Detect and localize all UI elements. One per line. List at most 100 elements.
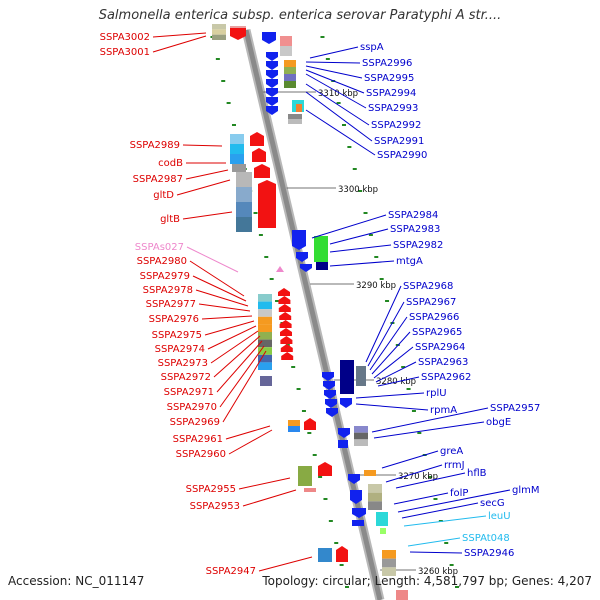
- gene-arrow-forward: [280, 344, 293, 352]
- gene-block: [338, 440, 348, 448]
- ncrna-feature: [276, 266, 284, 272]
- left-label-connector: [216, 340, 263, 393]
- inner-tick-mark: [291, 366, 296, 368]
- gene-block: [296, 104, 302, 112]
- left-label-connector: [242, 489, 297, 507]
- right-label-connector: [355, 403, 429, 411]
- gene-arrow-forward: [254, 164, 270, 178]
- gene-arrow-reverse: [266, 97, 278, 106]
- cog-color-segment: [236, 202, 252, 217]
- right-gene-label: SSPA2965: [412, 327, 462, 338]
- left-label-connector: [213, 335, 261, 378]
- right-gene-label: SSPAt048: [462, 533, 510, 544]
- gene-block: [260, 376, 272, 386]
- kbp-tick-label: 3260 kbp: [418, 567, 458, 577]
- outer-tick-mark: [347, 146, 352, 148]
- cog-color-segment: [258, 354, 272, 363]
- backbone-line: [243, 29, 383, 600]
- right-gene-label: SSPA2990: [377, 150, 427, 161]
- cog-color-segment: [230, 144, 244, 154]
- gene-block: [288, 426, 300, 432]
- cog-color-segment: [258, 324, 272, 332]
- gene-arrow-reverse: [230, 28, 246, 40]
- cog-color-segment: [368, 492, 382, 502]
- left-label-connector: [182, 211, 233, 220]
- right-label-connector: [377, 376, 420, 387]
- right-label-connector: [355, 392, 425, 399]
- left-gene-label: SSPA2976: [149, 314, 199, 325]
- left-label-connector: [258, 556, 313, 572]
- left-label-connector: [152, 32, 207, 38]
- right-label-connector: [305, 91, 373, 142]
- right-gene-label: SSPA2957: [490, 403, 540, 414]
- gene-arrow-reverse: [266, 70, 278, 79]
- genome-title: Salmonella enterica subsp. enterica sero…: [98, 8, 502, 23]
- right-gene-label: SSPA2967: [406, 297, 456, 308]
- right-gene-label: SSPA2993: [368, 103, 418, 114]
- outer-tick-mark: [417, 432, 422, 434]
- right-gene-label: rrmJ: [444, 460, 465, 471]
- inner-tick-mark: [258, 234, 263, 236]
- inner-tick-mark: [307, 432, 312, 434]
- gene-arrow-reverse: [340, 398, 352, 408]
- gene-arrow-forward: [258, 180, 276, 228]
- left-gene-label: SSPA2977: [146, 299, 196, 310]
- outer-tick-mark: [358, 190, 363, 192]
- outer-tick-mark: [428, 476, 433, 478]
- trna-feature: [380, 528, 386, 534]
- inner-tick-mark: [215, 58, 220, 60]
- left-label-connector: [228, 429, 273, 455]
- right-gene-label: SSPA2962: [421, 372, 471, 383]
- gene-arrow-reverse: [266, 88, 278, 97]
- kbp-tick-label: 3270 kbp: [398, 472, 438, 482]
- outer-tick-mark: [320, 36, 325, 38]
- right-gene-label: folP: [450, 488, 468, 499]
- right-label-connector: [329, 244, 392, 253]
- gene-arrow-reverse: [325, 399, 337, 408]
- left-gene-label: SSPA3001: [100, 47, 150, 58]
- gene-arrow-reverse: [296, 252, 308, 262]
- cog-color-segment: [258, 301, 272, 310]
- inner-tick-mark: [264, 256, 269, 258]
- gene-arrow-forward: [280, 328, 292, 336]
- gene-arrow-forward: [278, 288, 290, 296]
- cog-color-segment: [368, 484, 382, 493]
- left-label-connector: [189, 260, 245, 297]
- right-label-connector: [401, 502, 479, 519]
- right-label-connector: [305, 61, 361, 64]
- gene-arrow-forward: [252, 148, 266, 162]
- left-gene-label: SSPA2979: [140, 271, 190, 282]
- inner-tick-mark: [312, 454, 317, 456]
- left-gene-label: gltB: [160, 214, 180, 225]
- left-gene-label: SSPA2989: [130, 140, 180, 151]
- right-gene-label: SSPA2992: [371, 120, 421, 131]
- gene-arrow-forward: [318, 462, 332, 476]
- right-gene-label: SSPA2991: [374, 136, 424, 147]
- cog-color-segment: [258, 339, 272, 348]
- left-gene-label: SSPA2972: [161, 372, 211, 383]
- left-label-connector: [182, 144, 223, 147]
- right-label-connector: [407, 537, 461, 547]
- gene-arrow-reverse: [266, 61, 278, 70]
- right-label-connector: [329, 260, 395, 267]
- outer-tick-mark: [368, 234, 373, 236]
- right-label-connector: [329, 228, 389, 245]
- kbp-tick-label: 3310 kbp: [318, 89, 358, 99]
- right-label-connector: [385, 464, 443, 483]
- cog-color-segment: [288, 114, 302, 119]
- outer-tick-mark: [379, 278, 384, 280]
- inner-tick-mark: [328, 520, 333, 522]
- left-gene-label: SSPA2987: [133, 174, 183, 185]
- genome-summary-text: Topology: circular; Length: 4,581,797 bp…: [262, 574, 592, 588]
- gene-arrow-forward: [281, 352, 294, 360]
- right-label-connector: [305, 73, 367, 109]
- cog-color-segment: [230, 134, 244, 144]
- cog-color-segment: [354, 432, 368, 440]
- outer-tick-mark: [352, 168, 357, 170]
- cog-color-segment: [258, 309, 272, 317]
- right-gene-label: rpmA: [430, 405, 457, 416]
- inner-tick-mark: [269, 278, 274, 280]
- cog-color-segment: [354, 426, 368, 433]
